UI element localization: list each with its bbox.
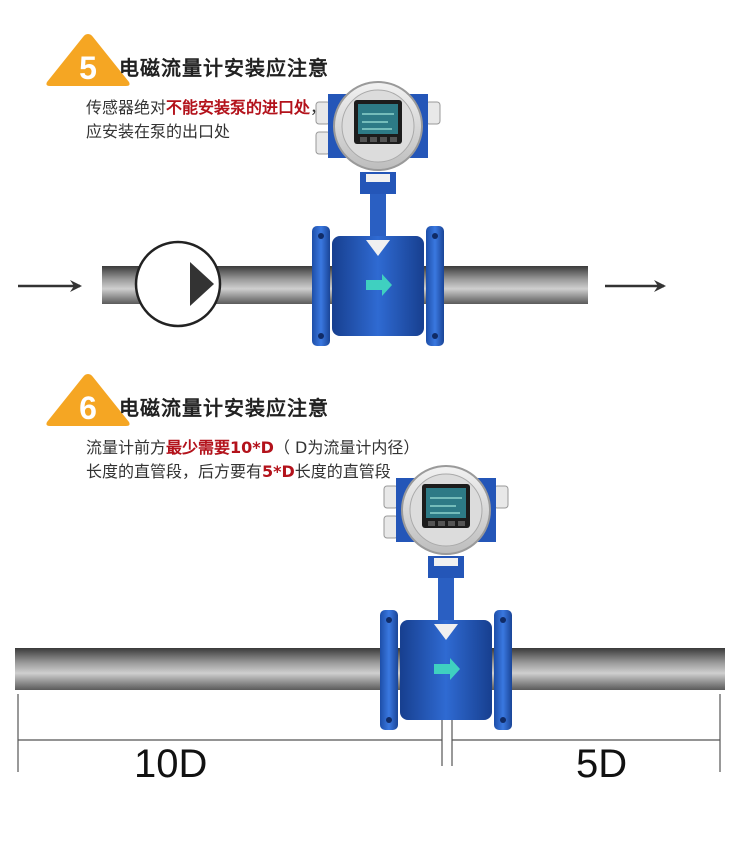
section6-badge: 6 — [44, 372, 132, 428]
warning-triangle-icon — [46, 34, 130, 86]
section6-heading: 电磁流量计安装应注意 — [119, 396, 329, 420]
section5-line1-suffix: ， — [310, 98, 327, 117]
downstream-length-label: 5D — [576, 742, 628, 786]
section5-line1: 传感器绝对不能安装泵的进口处， — [86, 96, 326, 120]
section5-line2: 应安装在泵的出口处 — [86, 122, 231, 141]
section6-line2: 长度的直管段，后方要有5*D长度的直管段 — [86, 460, 419, 484]
section5-number: 5 — [79, 50, 97, 86]
pump-icon — [134, 240, 222, 328]
section6-line2-highlight: 5*D — [262, 462, 295, 481]
section6-line2-prefix: 长度的直管段，后方要有 — [86, 462, 263, 481]
section5-line1-highlight: 不能安装泵的进口处 — [166, 98, 311, 117]
section5-diagram — [18, 81, 666, 347]
section6-number: 6 — [79, 390, 97, 426]
upstream-length-label: 10D — [134, 742, 208, 786]
section6-line1: 流量计前方最少需要10*D（ D为流量计内径） — [86, 436, 419, 460]
section5-badge: 5 — [44, 32, 132, 88]
section6-line1-suffix: （ D为流量计内径） — [273, 438, 420, 457]
section6-description: 流量计前方最少需要10*D（ D为流量计内径） 长度的直管段，后方要有5*D长度… — [86, 436, 419, 484]
section5-line1-prefix: 传感器绝对 — [86, 98, 167, 117]
section6-diagram — [15, 465, 725, 772]
section6-line2-suffix: 长度的直管段 — [294, 462, 391, 481]
section6-line1-highlight: 最少需要10*D — [166, 438, 274, 457]
flowmeter-icon — [379, 465, 513, 731]
section6-line1-prefix: 流量计前方 — [86, 438, 167, 457]
section5-heading: 电磁流量计安装应注意 — [119, 56, 329, 80]
flowmeter-icon — [311, 81, 445, 347]
section5-description: 传感器绝对不能安装泵的进口处， 应安装在泵的出口处 — [86, 96, 326, 144]
warning-triangle-icon — [46, 374, 130, 426]
pipe-section6 — [15, 648, 725, 690]
